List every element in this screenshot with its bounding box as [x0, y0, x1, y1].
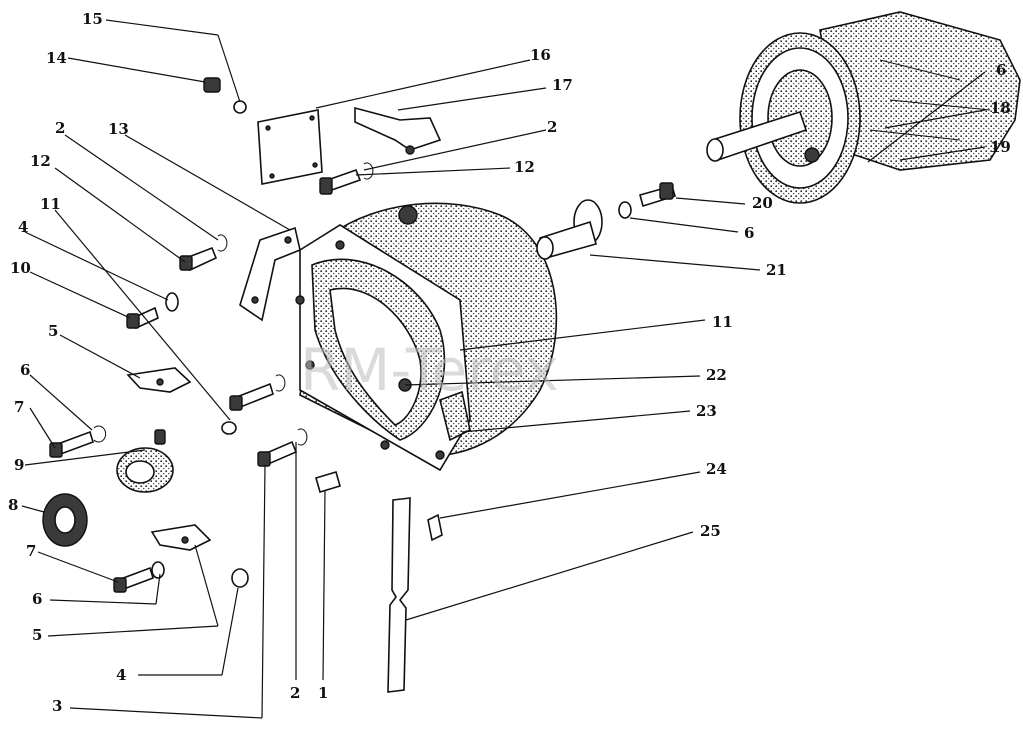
callout-10: 10: [10, 259, 31, 277]
callout-2-bottom: 2: [290, 684, 300, 702]
callout-labels: 15 14 16 17 2 2 13 12 12 11 4 10 5 6 7 9…: [8, 10, 1011, 715]
callout-6-shaft: 6: [744, 224, 754, 242]
callout-21: 21: [766, 261, 787, 279]
callout-9: 9: [14, 456, 24, 474]
callout-25: 25: [700, 522, 721, 540]
callout-3: 3: [52, 697, 62, 715]
callout-12-left: 12: [30, 152, 51, 170]
callout-6-gearbox: 6: [996, 61, 1006, 79]
callout-13: 13: [108, 120, 129, 138]
callout-8: 8: [8, 496, 18, 514]
callout-15: 15: [82, 10, 103, 28]
gearbox-assembly-drawing: [706, 11, 1021, 204]
callout-7-lower: 7: [26, 542, 36, 560]
callout-5-upper: 5: [48, 322, 58, 340]
callout-17: 17: [552, 76, 573, 94]
callout-4-lower: 4: [116, 666, 126, 684]
callout-23: 23: [696, 402, 717, 420]
watermark-text: RM-Terex: [300, 336, 559, 404]
callout-2-left: 2: [55, 119, 65, 137]
callout-24: 24: [706, 460, 727, 478]
callout-2-right: 2: [547, 118, 557, 136]
callout-20: 20: [752, 194, 773, 212]
callout-12-right: 12: [514, 158, 535, 176]
callout-11-right: 11: [712, 313, 733, 331]
callout-5-lower: 5: [32, 626, 42, 644]
callout-14: 14: [46, 49, 67, 67]
callout-6-upper: 6: [20, 361, 30, 379]
callout-22: 22: [706, 366, 727, 384]
callout-11-left: 11: [40, 195, 61, 213]
parts-drawings: [42, 77, 676, 693]
leader-lines: [21, 19, 986, 719]
callout-19: 19: [990, 138, 1011, 156]
clutch-housing-drawing: [295, 202, 558, 472]
callout-4-upper: 4: [18, 218, 28, 236]
callout-18: 18: [990, 99, 1011, 117]
callout-1: 1: [318, 684, 328, 702]
callout-6-lower: 6: [32, 590, 42, 608]
callout-16: 16: [530, 46, 551, 64]
callout-7-upper: 7: [14, 398, 24, 416]
